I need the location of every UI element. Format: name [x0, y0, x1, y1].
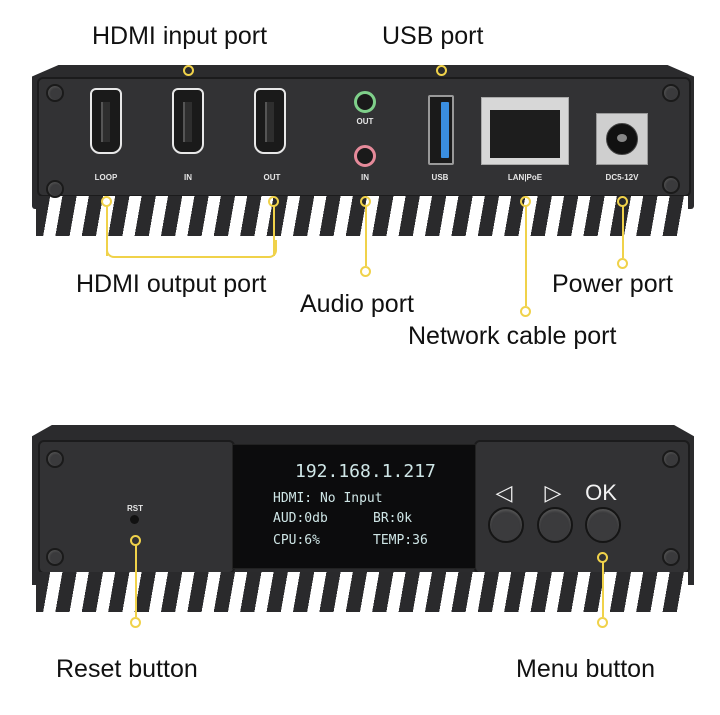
audio-in-jack[interactable] — [354, 145, 376, 167]
callout-line — [273, 206, 275, 256]
hdmi-input-callout: HDMI input port — [92, 22, 268, 50]
rj45-socket — [490, 110, 560, 158]
callout-line — [525, 206, 527, 306]
lan-poe-label: LAN|PoE — [507, 173, 543, 182]
screw-icon — [46, 180, 64, 198]
oled-cpu: CPU:6% — [273, 533, 320, 548]
oled-hdmi-status: HDMI: No Input — [273, 491, 383, 506]
screw-icon — [662, 84, 680, 102]
usb-port[interactable] — [428, 95, 454, 165]
hdmi-loop-port[interactable] — [90, 88, 122, 154]
callout-end-menu — [597, 617, 608, 628]
callout-end-lan — [520, 306, 531, 317]
lan-poe-port[interactable] — [481, 97, 569, 165]
callout-dot-usb — [436, 65, 447, 76]
menu-callout: Menu button — [516, 655, 655, 683]
hdmi-out-label: OUT — [263, 173, 281, 182]
hdmi-loop-label: LOOP — [94, 173, 118, 182]
dc-power-port[interactable] — [596, 113, 648, 165]
left-arrow-icon: ◁ — [495, 480, 513, 505]
callout-end-power — [617, 258, 628, 269]
screw-icon — [46, 548, 64, 566]
callout-end-reset — [130, 617, 141, 628]
power-callout: Power port — [552, 270, 673, 298]
ok-label: OK — [585, 480, 617, 505]
hdmi-in-port[interactable] — [172, 88, 204, 154]
callout-line — [135, 545, 137, 617]
menu-left-button[interactable] — [488, 507, 524, 543]
usb-label: USB — [431, 173, 449, 182]
right-arrow-icon: ▷ — [544, 480, 562, 505]
callout-line — [622, 206, 624, 258]
reset-button[interactable] — [130, 515, 139, 524]
screw-icon — [662, 548, 680, 566]
oled-temp: TEMP:36 — [373, 533, 428, 548]
callout-line — [365, 206, 367, 266]
callout-line — [602, 562, 604, 617]
callout-end-audio — [360, 266, 371, 277]
callout-line — [106, 206, 108, 256]
hdmi-out-port[interactable] — [254, 88, 286, 154]
menu-ok-button[interactable] — [585, 507, 621, 543]
heatsink-fins-bottom — [36, 572, 688, 612]
dc-power-label: DC5-12V — [605, 173, 639, 182]
screw-icon — [46, 84, 64, 102]
oled-audio: AUD:0db — [273, 511, 328, 526]
oled-ip: 192.168.1.217 — [295, 461, 436, 482]
hdmi-in-label: IN — [184, 173, 192, 182]
audio-out-jack[interactable] — [354, 91, 376, 113]
screw-icon — [662, 450, 680, 468]
callout-dot-hdmi-in — [183, 65, 194, 76]
audio-callout: Audio port — [300, 290, 414, 318]
audio-in-label: IN — [361, 173, 369, 182]
callout-bracket — [106, 240, 277, 258]
audio-out-label: OUT — [356, 117, 374, 126]
rst-label: RST — [127, 504, 143, 513]
oled-bitrate: BR:0k — [373, 511, 413, 526]
network-callout: Network cable port — [408, 322, 617, 350]
screw-icon — [46, 450, 64, 468]
dc-pin — [617, 134, 627, 142]
menu-right-button[interactable] — [537, 507, 573, 543]
usb-callout: USB port — [382, 22, 484, 50]
oled-display: 192.168.1.217 HDMI: No Input AUD:0db BR:… — [232, 444, 476, 569]
hdmi-output-callout: HDMI output port — [76, 270, 267, 298]
reset-callout: Reset button — [56, 655, 198, 683]
screw-icon — [662, 176, 680, 194]
